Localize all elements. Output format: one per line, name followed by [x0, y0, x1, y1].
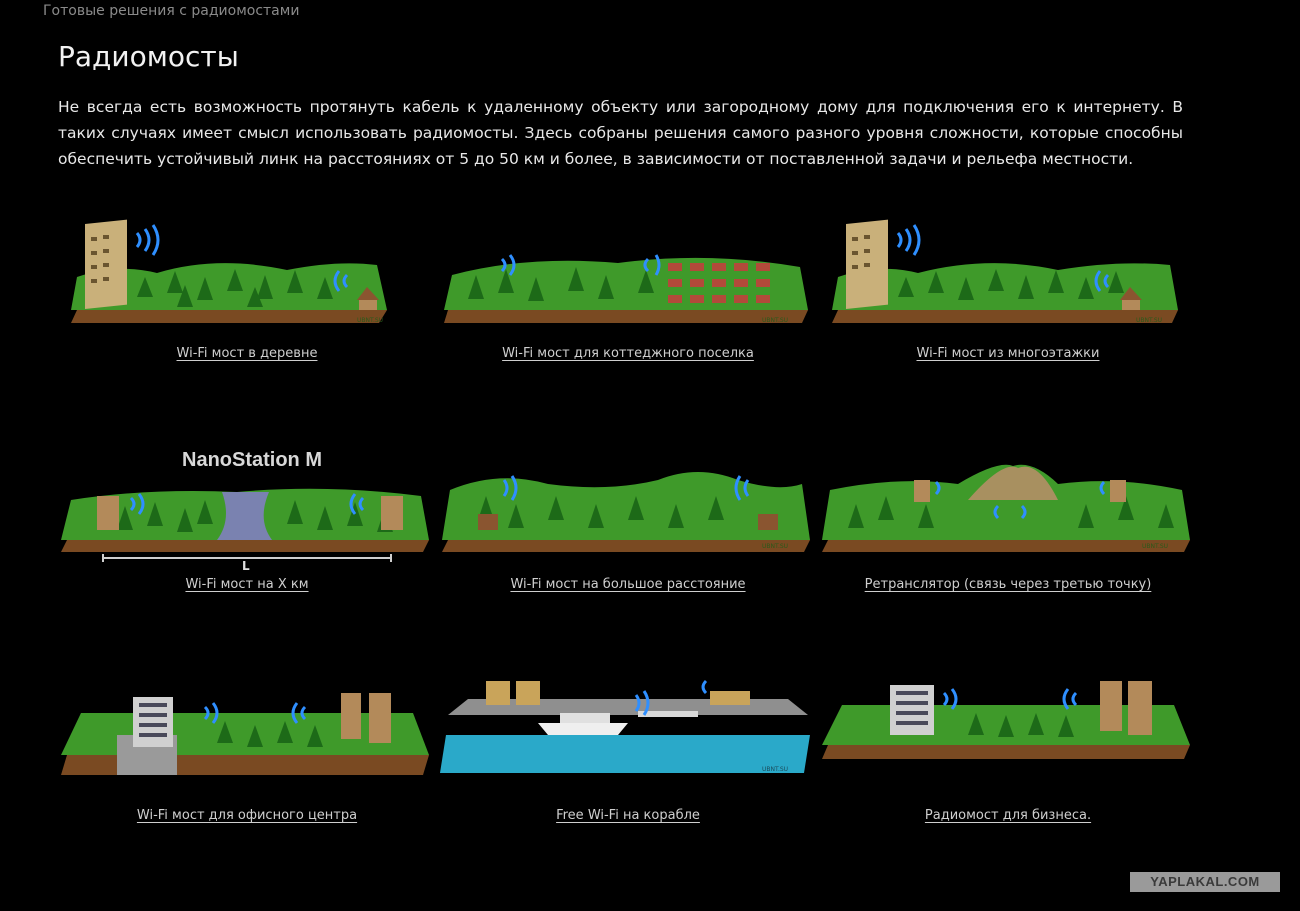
breadcrumb[interactable]: Готовые решения с радиомостами	[43, 3, 300, 19]
solution-link-relay[interactable]: Ретранслятор (связь через третью точку)	[864, 577, 1152, 592]
solution-card-highrise[interactable]: UBNT.SU Wi-Fi мост из многоэтажки	[818, 215, 1198, 361]
solution-card-distance[interactable]: NanoStation M L Wi-Fi мост на X км	[57, 440, 437, 592]
solution-link-highrise[interactable]: Wi-Fi мост из многоэтажки	[916, 346, 1100, 361]
distance-label: L	[242, 559, 250, 570]
solution-card-office[interactable]: Wi-Fi мост для офисного центра	[57, 675, 437, 823]
relay-illustration: UBNT.SU	[822, 464, 1190, 552]
site-mark-label: UBNT.SU	[1136, 317, 1162, 324]
solution-link-long-range[interactable]: Wi-Fi мост на большое расстояние	[510, 577, 746, 592]
solution-card-ship[interactable]: UBNT.SU Free Wi-Fi на корабле	[438, 675, 818, 823]
ship-illustration: UBNT.SU	[440, 679, 810, 773]
solution-card-village[interactable]: UBNT.SU Wi-Fi мост в деревне	[57, 215, 437, 361]
solution-card-cottages[interactable]: UBNT.SU Wi-Fi мост для коттеджного посел…	[438, 215, 818, 361]
solution-card-long-range[interactable]: UBNT.SU Wi-Fi мост на большое расстояние	[438, 440, 818, 592]
solution-link-village[interactable]: Wi-Fi мост в деревне	[176, 346, 318, 361]
solution-card-business[interactable]: Радиомост для бизнеса.	[818, 675, 1198, 823]
intro-text: Не всегда есть возможность протянуть каб…	[58, 98, 1183, 168]
site-mark-label: UBNT.SU	[1142, 543, 1168, 550]
village-illustration: UBNT.SU	[71, 219, 387, 324]
solution-link-business[interactable]: Радиомост для бизнеса.	[924, 808, 1092, 823]
long-range-illustration: UBNT.SU	[442, 472, 810, 552]
distance-illustration: NanoStation M L	[61, 449, 429, 570]
site-watermark: YAPLAKAL.COM	[1130, 872, 1280, 892]
site-mark-label: UBNT.SU	[762, 317, 788, 324]
site-mark-label: UBNT.SU	[762, 543, 788, 550]
nanostation-brand: NanoStation M	[182, 449, 322, 471]
solution-link-distance[interactable]: Wi-Fi мост на X км	[185, 577, 309, 592]
cottages-illustration: UBNT.SU	[444, 254, 808, 324]
page-title: Радиомосты	[58, 40, 239, 73]
business-illustration	[822, 681, 1190, 759]
solution-link-ship[interactable]: Free Wi-Fi на корабле	[556, 808, 700, 823]
site-mark-label: UBNT.SU	[357, 317, 383, 324]
office-illustration	[61, 693, 429, 775]
solution-card-relay[interactable]: UBNT.SU Ретранслятор (связь через третью…	[818, 440, 1198, 592]
highrise-illustration: UBNT.SU	[832, 219, 1178, 324]
site-mark-label: UBNT.SU	[762, 766, 788, 773]
solution-link-cottages[interactable]: Wi-Fi мост для коттеджного поселка	[502, 346, 754, 361]
solution-link-office[interactable]: Wi-Fi мост для офисного центра	[136, 808, 358, 823]
